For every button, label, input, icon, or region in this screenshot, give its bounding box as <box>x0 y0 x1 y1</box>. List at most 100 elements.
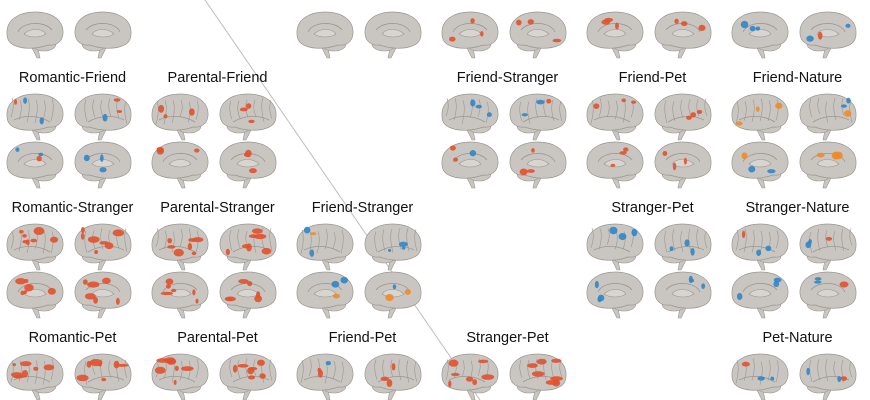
lateral-brain-view <box>364 353 422 400</box>
activation-blob <box>99 167 107 173</box>
activation-blob <box>662 151 668 156</box>
activation-blob <box>24 279 29 283</box>
activation-blob <box>173 248 184 257</box>
activation-blob <box>261 247 272 255</box>
activation-blob <box>604 17 613 23</box>
contrast-panel <box>6 353 132 400</box>
activation-blob <box>755 26 761 31</box>
activation-blob <box>33 366 39 371</box>
activation-blob <box>741 152 748 160</box>
activation-blob <box>531 148 535 153</box>
contrast-panel <box>586 11 712 59</box>
activation-blob <box>669 246 674 252</box>
activation-blob <box>232 364 238 373</box>
activation-blob <box>386 379 393 388</box>
activation-blob <box>449 36 456 42</box>
lateral-brain-view <box>731 353 789 400</box>
medial-brain-view <box>6 11 64 59</box>
activation-blob <box>672 162 677 171</box>
panel-title: Friend-Nature <box>752 70 843 86</box>
activation-blob <box>23 97 28 104</box>
activation-blob <box>477 359 489 364</box>
activation-blob <box>450 372 460 377</box>
activation-blob <box>749 25 756 32</box>
activation-blob <box>318 369 324 378</box>
panel-title: Parental-Stranger <box>160 200 275 216</box>
activation-blob <box>619 151 627 155</box>
activation-blob <box>839 281 849 288</box>
activation-blob <box>594 280 599 289</box>
activation-blob <box>486 112 492 117</box>
activation-blob <box>536 358 547 365</box>
activation-blob <box>690 112 697 118</box>
activation-blob <box>817 31 823 40</box>
activation-blob <box>825 236 833 241</box>
activation-blob <box>20 290 25 296</box>
activation-blob <box>93 296 98 304</box>
diagonal-divider <box>204 0 481 400</box>
activation-blob <box>680 21 688 27</box>
activation-blob <box>15 147 20 152</box>
medial-brain-view <box>74 141 132 189</box>
activation-blob <box>475 104 482 109</box>
activation-blob <box>398 241 408 247</box>
activation-blob <box>80 227 85 234</box>
activation-blob <box>22 233 27 238</box>
activation-blob <box>806 367 810 376</box>
activation-blob <box>156 358 170 363</box>
activation-blob <box>519 168 528 176</box>
activation-blob <box>89 358 103 367</box>
activation-blob <box>21 370 28 378</box>
activation-blob <box>401 246 406 250</box>
medial-brain-view <box>364 271 422 319</box>
activation-blob <box>237 364 249 368</box>
activation-blob <box>165 278 174 285</box>
activation-blob <box>615 22 619 30</box>
activation-blob <box>112 229 125 237</box>
activation-blob <box>239 107 248 112</box>
activation-blob <box>770 376 775 381</box>
activation-blob <box>816 152 825 158</box>
activation-blob <box>526 169 535 173</box>
activation-blob <box>844 110 852 117</box>
activation-blob <box>87 281 100 288</box>
contrast-panel <box>441 353 567 400</box>
lateral-brain-view <box>6 223 64 271</box>
activation-blob <box>12 363 16 367</box>
activation-blob <box>380 376 389 381</box>
activation-blob <box>191 251 197 256</box>
medial-brain-view <box>6 271 64 319</box>
activation-blob <box>248 366 258 371</box>
activation-blob <box>469 150 477 157</box>
activation-blob <box>165 284 171 289</box>
activation-blob <box>465 376 474 382</box>
activation-blob <box>597 294 605 302</box>
activation-blob <box>736 293 743 301</box>
activation-blob <box>251 228 263 234</box>
contrast-panel <box>731 93 857 189</box>
medial-brain-view <box>441 141 499 189</box>
activation-blob <box>472 379 478 386</box>
activation-blob <box>167 245 176 249</box>
contrast-panel <box>441 11 567 59</box>
medial-brain-view <box>586 141 644 189</box>
medial-brain-view <box>441 11 499 59</box>
activation-blob <box>102 277 111 284</box>
medial-brain-view <box>654 271 712 319</box>
contrast-panel <box>151 353 277 400</box>
activation-blob <box>387 248 392 252</box>
activation-blob <box>249 168 257 174</box>
medial-brain-view <box>731 11 789 59</box>
activation-blob <box>84 293 96 300</box>
panel-title: Stranger-Pet <box>466 330 549 346</box>
panel-title: Stranger-Pet <box>611 200 694 216</box>
contrast-panel <box>296 223 422 319</box>
activation-blob <box>631 228 638 237</box>
activation-blob <box>531 371 545 377</box>
lateral-brain-view <box>151 223 209 271</box>
activation-blob <box>50 236 59 243</box>
medial-brain-view <box>74 271 132 319</box>
activation-blob <box>325 361 331 366</box>
activation-blob <box>194 148 200 153</box>
